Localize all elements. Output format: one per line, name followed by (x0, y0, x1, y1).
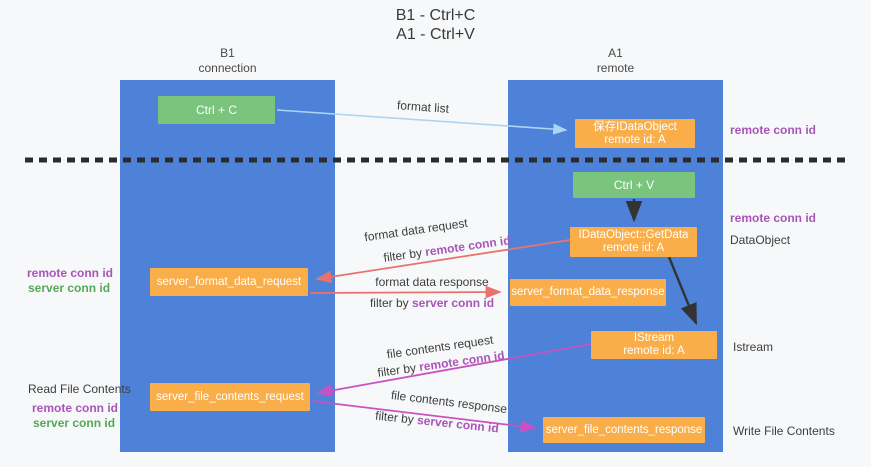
save-idataobject-box: 保存IDataObject remote id: A (575, 119, 695, 148)
server-file-contents-request-box: server_file_contents_request (150, 383, 310, 411)
left-column-header: B1 connection (120, 46, 335, 76)
ctrl-c-box: Ctrl + C (158, 96, 275, 124)
server-file-contents-response-box: server_file_contents_response (543, 417, 705, 443)
write-file-contents-label: Write File Contents (733, 424, 835, 438)
ctrl-c-label: Ctrl + C (195, 102, 237, 117)
title-line-1: B1 - Ctrl+C (395, 7, 476, 24)
server-format-data-request-label: server_format_data_request (156, 275, 302, 288)
save-idataobject-line2: remote id: A (604, 133, 666, 146)
save-idataobject-line1: 保存IDataObject (593, 120, 677, 133)
ctrl-v-label: Ctrl + V (613, 177, 655, 192)
left-column-role: connection (198, 61, 257, 75)
ctrl-v-box: Ctrl + V (573, 172, 695, 198)
format-response-filter-key: server conn id (412, 296, 495, 310)
dataobject-label: DataObject (730, 233, 791, 247)
format-response-filter-prefix: filter by (369, 296, 409, 310)
getdata-box: IDataObject::GetData remote id: A (570, 227, 697, 257)
server-file-contents-request-label: server_file_contents_request (156, 390, 304, 403)
format-data-request-arrow (315, 239, 571, 284)
getdata-line2: remote id: A (602, 242, 665, 254)
format-list-arrow (276, 109, 568, 135)
file-contents-request-arrow (316, 343, 592, 397)
read-file-contents-label: Read File Contents (28, 382, 131, 396)
format-data-response-arrow (309, 285, 502, 299)
format-data-response-label: format data response (375, 275, 489, 289)
left-server-conn-id-top-label: server conn id (28, 281, 111, 295)
server-format-data-response-label: server_format_data_response (511, 286, 665, 298)
right-column-name: A1 (608, 46, 623, 60)
server-format-data-request-box: server_format_data_request (150, 268, 308, 296)
left-server-conn-id-bottom-label: server conn id (33, 416, 116, 430)
right-column-header: A1 remote (508, 46, 723, 76)
left-remote-conn-id-top-label: remote conn id (27, 266, 114, 280)
right-column-role: remote (596, 61, 635, 75)
right-remote-conn-id-top-label: remote conn id (730, 123, 817, 137)
istream-box: IStream remote id: A (591, 331, 717, 359)
format-response-filter-label: filter by server conn id (370, 296, 494, 310)
getdata-line1: IDataObject::GetData (578, 229, 689, 241)
file-contents-response-arrow (311, 400, 537, 433)
left-remote-conn-id-bottom-label: remote conn id (32, 401, 119, 415)
istream-line1: IStream (633, 332, 675, 344)
left-column-name: B1 (220, 46, 235, 60)
diagram-title: B1 - Ctrl+C A1 - Ctrl+V (0, 6, 871, 44)
server-format-data-response-box: server_format_data_response (510, 279, 666, 306)
right-remote-conn-id-mid-label: remote conn id (730, 211, 817, 225)
server-file-contents-response-label: server_file_contents_response (545, 423, 703, 436)
istream-line2: remote id: A (623, 345, 685, 357)
istream-side-label: Istream (733, 340, 774, 354)
title-line-2: A1 - Ctrl+V (396, 26, 475, 43)
getdata-to-istream-arrow (667, 256, 698, 326)
